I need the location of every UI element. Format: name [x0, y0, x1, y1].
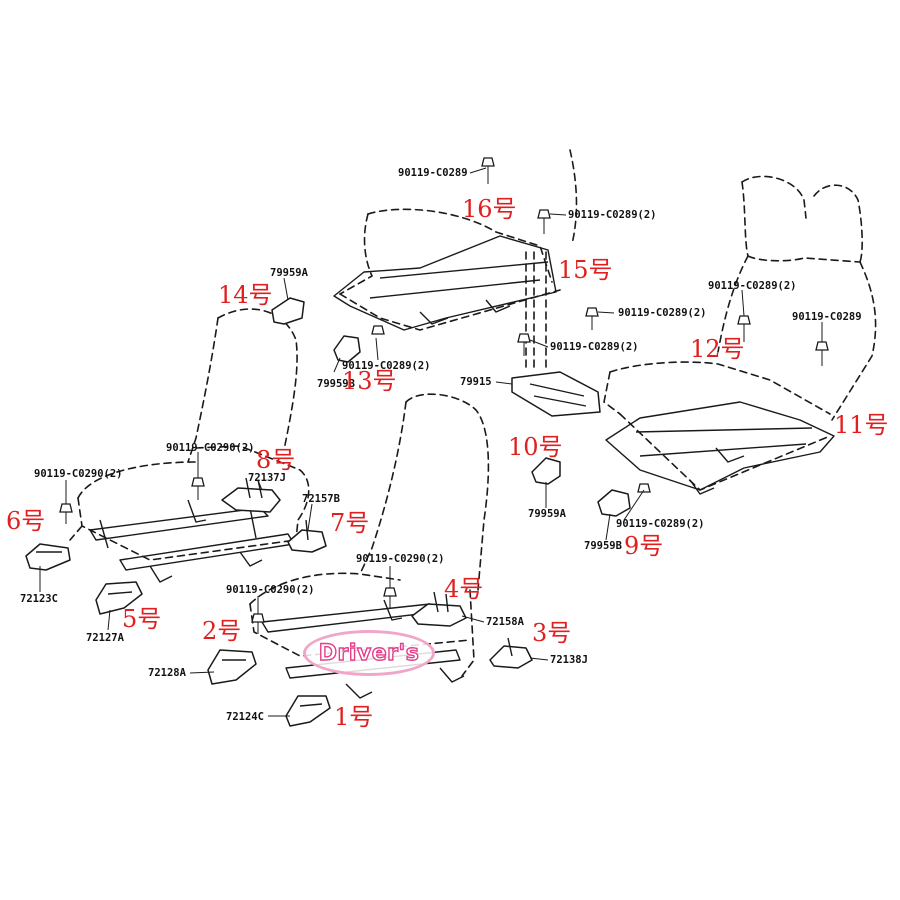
part-number-72158a: 72158A: [486, 616, 524, 628]
part-number-72137j: 72137J: [248, 472, 286, 484]
part-number-90119-c0289-2-d: 90119-C0289(2): [550, 341, 639, 353]
callout-8: 8号: [256, 446, 296, 474]
cover-72123c: [25, 543, 71, 571]
cover-72128a: [207, 649, 257, 685]
part-number-72157b: 72157B: [302, 493, 340, 505]
cover-72127a: [95, 581, 143, 615]
part-number-79959b-left: 79959B: [317, 378, 355, 390]
cover-72124c: [285, 695, 331, 727]
part-number-72128a: 72128A: [148, 667, 186, 679]
part-number-90119-c0289-2-a: 90119-C0289(2): [568, 209, 657, 221]
callout-5: 5号: [122, 605, 162, 633]
part-number-79915: 79915: [460, 376, 492, 388]
callout-9: 9号: [624, 532, 664, 560]
part-number-72138j: 72138J: [550, 654, 588, 666]
part-number-90119-c0290-2-a: 90119-C0290(2): [166, 442, 255, 454]
part-number-90119-c0289-right: 90119-C0289: [792, 311, 862, 323]
cap-79959a-left: [271, 297, 305, 325]
seat-a-frame: [89, 499, 295, 583]
callout-13: 13号: [342, 367, 397, 395]
seat-d-frame: [605, 401, 835, 495]
hinge-72157b: [287, 519, 327, 553]
callout-15: 15号: [558, 256, 613, 284]
callout-1: 1号: [334, 703, 374, 731]
bolts: [59, 157, 829, 634]
callout-7: 7号: [330, 509, 370, 537]
part-number-90119-c0289-top: 90119-C0289: [398, 167, 468, 179]
hinge-72137j: [221, 477, 281, 513]
callout-12: 12号: [690, 335, 745, 363]
hinge-72138j: [489, 637, 533, 669]
cap-79959b-right: [597, 489, 631, 517]
part-number-72124c: 72124C: [226, 711, 264, 723]
seat-a-outline: [69, 308, 310, 561]
leader-lines: [39, 167, 823, 717]
part-number-90119-c0289-2-f: 90119-C0289(2): [616, 518, 705, 530]
cap-79959a-right: [531, 457, 561, 485]
bracket-79915-assembly: [511, 251, 601, 417]
part-number-79959b-right: 79959B: [584, 540, 622, 552]
part-number-79959a-right: 79959A: [528, 508, 566, 520]
callout-6: 6号: [6, 507, 46, 535]
cap-79959b-left: [333, 335, 361, 363]
callout-10: 10号: [508, 433, 563, 461]
watermark-text: Driver's: [318, 640, 420, 666]
part-number-79959a: 79959A: [270, 267, 308, 279]
callout-4: 4号: [444, 575, 484, 603]
seat-c-frame: [333, 235, 557, 331]
part-number-90119-c0289-2-e: 90119-C0289(2): [342, 360, 431, 372]
seat-b-outline: [249, 393, 490, 677]
part-number-90119-c0289-2-b: 90119-C0289(2): [708, 280, 797, 292]
part-number-72127a: 72127A: [86, 632, 124, 644]
part-number-90119-c0290-2-c: 90119-C0290(2): [226, 584, 315, 596]
drivers-watermark-badge: Driver's: [303, 630, 435, 676]
part-number-72123c: 72123C: [20, 593, 58, 605]
part-number-90119-c0289-2-c: 90119-C0289(2): [618, 307, 707, 319]
seat-d-outline: [603, 175, 877, 491]
callout-11: 11号: [834, 411, 889, 439]
callout-2: 2号: [202, 617, 242, 645]
callout-16: 16号: [462, 195, 517, 223]
callout-3: 3号: [532, 619, 572, 647]
callout-14: 14号: [218, 281, 273, 309]
part-number-90119-c0290-2-left: 90119-C0290(2): [34, 468, 123, 480]
hinge-72158a: [411, 591, 467, 627]
part-number-90119-c0290-2-b: 90119-C0290(2): [356, 553, 445, 565]
seat-c-outline: [339, 149, 578, 331]
